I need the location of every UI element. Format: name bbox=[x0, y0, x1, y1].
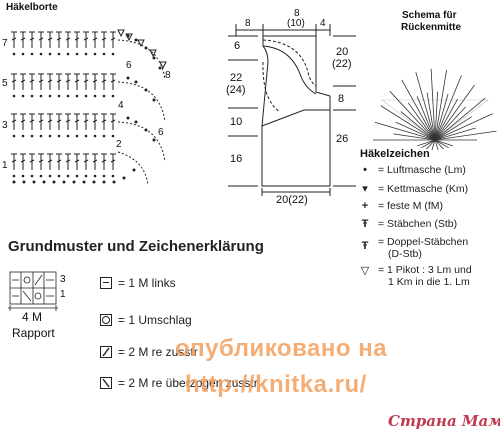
haekelzeichen-item-pikot: ▽ = 1 Pikot : 3 Lm und 1 Km in die 1. Lm bbox=[358, 264, 472, 288]
legend-umschlag-label: = 1 Umschlag bbox=[118, 313, 192, 327]
feste-masche-label: = feste M (fM) bbox=[378, 200, 444, 212]
rapport-label: Rapport bbox=[12, 326, 55, 340]
doppel-staebchen-symbol-icon: Ŧ bbox=[361, 240, 369, 252]
schematic-left-6: 6 bbox=[234, 40, 241, 52]
schematic-right-26: 26 bbox=[336, 133, 349, 145]
grundmuster-title: Grundmuster und Zeichenerklärung bbox=[8, 238, 264, 255]
feste-masche-symbol-icon: + bbox=[361, 200, 369, 212]
doppel-staebchen-label-2: (D-Stb) bbox=[388, 248, 422, 260]
schematic-top-8a: 8 bbox=[245, 18, 251, 29]
schematic-right-20: 20 bbox=[336, 46, 349, 58]
haekelzeichen-item-kettmasche: ▾ = Kettmasche (Km) bbox=[358, 182, 469, 196]
rapport-count: 4 M bbox=[22, 310, 43, 324]
rapport-row-3: 3 bbox=[60, 274, 66, 285]
schematic-right-8: 8 bbox=[338, 93, 345, 105]
schematic-bottom-width: 20(22) bbox=[276, 194, 308, 206]
legend-umschlag: = 1 Umschlag bbox=[100, 313, 192, 327]
row-number-5: 5 bbox=[2, 78, 8, 89]
umschlag-symbol-icon bbox=[100, 314, 112, 326]
legend-re-ueberzogen: = 2 M re überzogen zusstr bbox=[100, 376, 258, 390]
schematic-right-22: (22) bbox=[332, 58, 352, 70]
row-number-1: 1 bbox=[2, 160, 8, 171]
haekelzeichen-title: Häkelzeichen bbox=[360, 148, 430, 160]
haekelborte-title: Häkelborte bbox=[6, 2, 58, 13]
haekelzeichen-item-staebchen: Ŧ = Stäbchen (Stb) bbox=[358, 218, 457, 230]
haekelzeichen-item-feste-masche: + = feste M (fM) bbox=[358, 200, 443, 212]
schematic-top-4: 4 bbox=[320, 18, 326, 29]
haekelzeichen-item-luftmasche: • = Luftmasche (Lm) bbox=[358, 164, 466, 176]
row-number-3: 3 bbox=[2, 120, 8, 131]
fan-number-2: 2 bbox=[116, 139, 122, 150]
schema-title-line1: Schema für bbox=[402, 10, 457, 21]
schematic-left-16: 16 bbox=[230, 153, 243, 165]
kettmasche-label: = Kettmasche (Km) bbox=[378, 182, 469, 195]
fan-number-6b: 6 bbox=[158, 127, 164, 138]
schematic-top-10: (10) bbox=[287, 18, 305, 29]
watermark-url: http://knitka.ru/ bbox=[185, 371, 367, 398]
luftmasche-symbol-icon: • bbox=[363, 164, 367, 176]
schematic-top-8b: 8 bbox=[294, 8, 300, 19]
fan-number-6a: 6 bbox=[126, 60, 132, 71]
legend-re-zusstr-label: = 2 M re zusstr bbox=[118, 345, 198, 359]
row-number-7: 7 bbox=[2, 38, 8, 49]
pikot-label: = 1 Pikot : 3 Lm und bbox=[378, 264, 472, 276]
legend-links-label: = 1 M links bbox=[118, 276, 176, 290]
haekelzeichen-item-doppel-staebchen: Ŧ = Doppel-Stäbchen (D-Stb) bbox=[358, 236, 469, 260]
watermark-published-on: опубликовано на bbox=[175, 335, 388, 362]
staebchen-label: = Stäbchen (Stb) bbox=[378, 218, 458, 230]
luftmasche-label: = Luftmasche (Lm) bbox=[378, 164, 466, 176]
legend-re-zusstr: = 2 M re zusstr bbox=[100, 345, 198, 359]
rapport-row-1: 1 bbox=[60, 289, 66, 300]
kettmasche-symbol-icon: ▾ bbox=[362, 183, 368, 195]
pikot-label-2: 1 Km in die 1. Lm bbox=[388, 276, 470, 288]
pikot-symbol-icon: ▽ bbox=[360, 265, 370, 277]
schema-title-line2: Rückenmitte bbox=[401, 22, 462, 33]
re-ueberzogen-symbol-icon bbox=[100, 377, 112, 389]
schematic-left-24: (24) bbox=[226, 84, 246, 96]
legend-re-ueberzogen-label: = 2 M re überzogen zusstr bbox=[118, 376, 258, 390]
legend-links: = 1 M links bbox=[100, 276, 176, 290]
links-symbol-icon bbox=[100, 277, 112, 289]
doppel-staebchen-label: = Doppel-Stäbchen bbox=[378, 236, 469, 248]
re-zusstr-symbol-icon bbox=[100, 346, 112, 358]
fan-number-4: 4 bbox=[118, 100, 124, 111]
fan-number-8: 8 bbox=[165, 70, 171, 81]
watermark-brand: Страна Мам bbox=[388, 412, 500, 430]
schematic-left-10: 10 bbox=[230, 116, 243, 128]
staebchen-symbol-icon: Ŧ bbox=[361, 218, 369, 230]
schematic-left-22: 22 bbox=[230, 72, 243, 84]
